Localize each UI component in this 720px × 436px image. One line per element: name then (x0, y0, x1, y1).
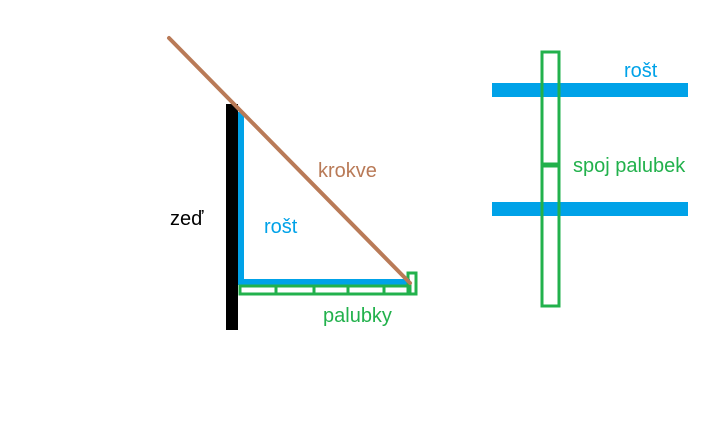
joint-label: spoj palubek (573, 155, 686, 177)
top-view-drawing (492, 50, 688, 308)
grate-left-label: rošt (264, 216, 298, 238)
decking-board-shape (540, 50, 561, 308)
grate-vertical-shape (238, 112, 244, 284)
grate-right-label: rošt (624, 60, 658, 82)
grate-bottom-shape (492, 202, 688, 216)
wall-shape (226, 104, 238, 330)
grate-horizontal-shape (238, 279, 410, 285)
decking-label: palubky (323, 305, 392, 327)
wall-label: zeď (170, 208, 204, 230)
rafter-shape (167, 36, 412, 285)
side-section-drawing (167, 36, 418, 330)
rafter-label: krokve (318, 160, 377, 182)
grate-top-shape (492, 83, 688, 97)
